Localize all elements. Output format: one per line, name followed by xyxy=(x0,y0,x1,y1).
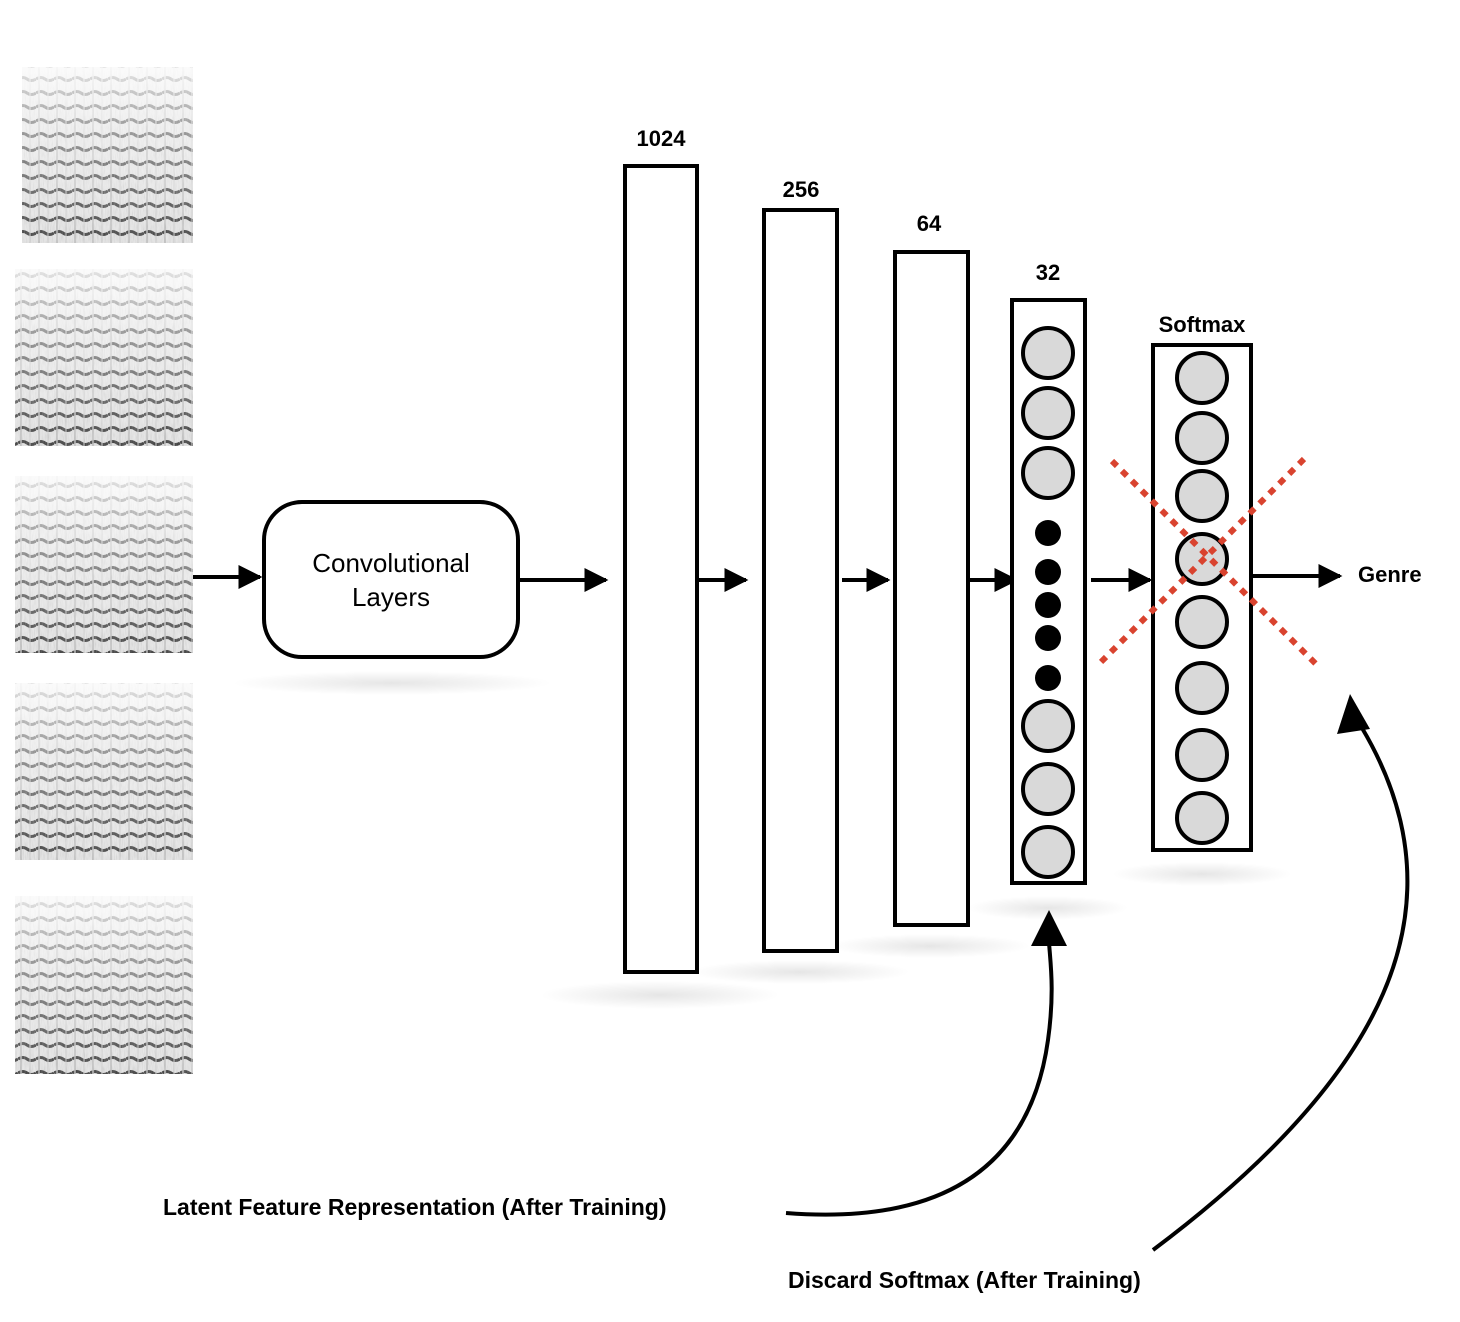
spectrogram-image xyxy=(15,476,193,653)
neuron xyxy=(1021,326,1075,380)
neuron xyxy=(1175,728,1229,782)
layer-size-label: 256 xyxy=(783,177,820,202)
spectrogram-image xyxy=(15,683,193,860)
dense-layer-64: 64 xyxy=(893,211,970,927)
conv-label-line2: Layers xyxy=(352,582,430,612)
spectrogram-image xyxy=(22,67,193,243)
discard-softmax-annotation: Discard Softmax (After Training) xyxy=(788,1267,1141,1293)
dense-layer-256: 256 xyxy=(762,177,839,953)
neuron xyxy=(1021,699,1075,753)
ellipsis-dot xyxy=(1035,625,1061,651)
softmax-layer: Softmax xyxy=(1151,312,1253,852)
spectrogram-image xyxy=(15,896,193,1074)
dense-layer-32: 32 xyxy=(1010,260,1087,885)
ellipsis-dot xyxy=(1035,559,1061,585)
layer-size-label: 64 xyxy=(917,211,942,236)
softmax-label: Softmax xyxy=(1159,312,1247,337)
neuron xyxy=(1021,446,1075,500)
annotation-arrow-latent xyxy=(785,910,1067,1217)
spectrogram-image xyxy=(15,269,193,446)
block-shadows xyxy=(232,671,1292,1009)
annotation-arrow-discard xyxy=(1151,694,1410,1252)
neuron xyxy=(1175,469,1229,523)
flow-arrows xyxy=(193,564,1343,592)
neuron xyxy=(1021,825,1075,879)
dense-layer-1024: 1024 xyxy=(623,126,699,974)
neuron xyxy=(1175,351,1229,405)
conv-layers-block: Convolutional Layers xyxy=(262,500,520,659)
neuron xyxy=(1021,386,1075,440)
conv-label-line1: Convolutional xyxy=(312,548,470,578)
neuron xyxy=(1175,791,1229,845)
spectrogram-stack xyxy=(15,67,193,1074)
ellipsis-dot xyxy=(1035,665,1061,691)
layer-size-label: 1024 xyxy=(637,126,687,151)
discard-cross-mark xyxy=(1095,456,1321,669)
ellipsis-dot xyxy=(1035,592,1061,618)
neuron xyxy=(1021,762,1075,816)
genre-output-label: Genre xyxy=(1358,562,1422,587)
neuron xyxy=(1175,661,1229,715)
neuron xyxy=(1175,411,1229,465)
latent-feature-annotation: Latent Feature Representation (After Tra… xyxy=(163,1194,667,1220)
layer-size-label: 32 xyxy=(1036,260,1060,285)
ellipsis-dot xyxy=(1035,520,1061,546)
neuron xyxy=(1175,595,1229,649)
